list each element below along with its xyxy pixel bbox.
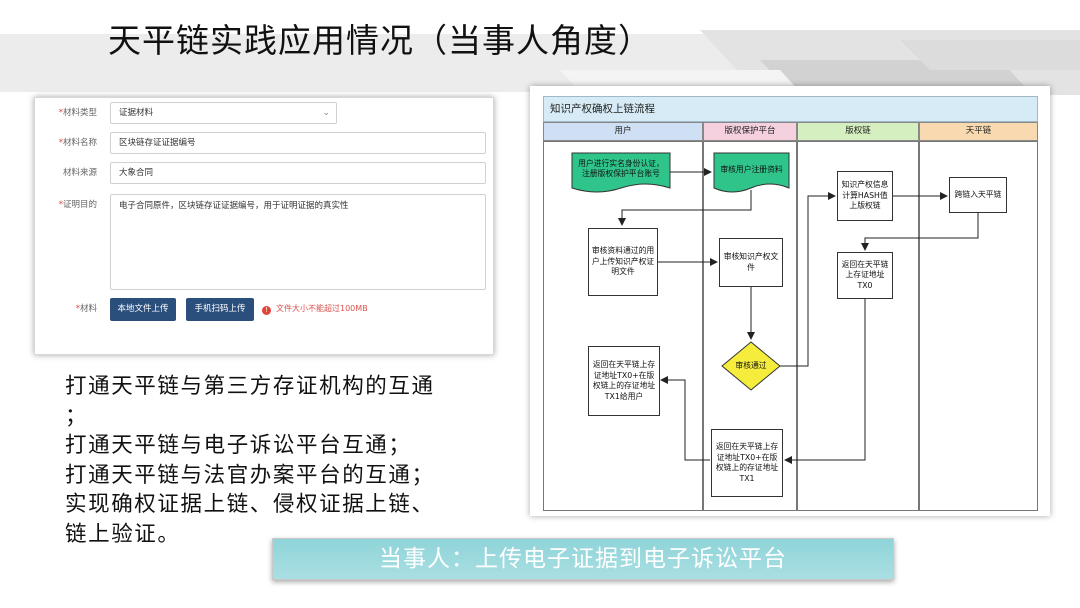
lane-user [543,141,703,511]
material-source-input[interactable]: 大象合同 [110,162,486,184]
text-line: 打通天平链与第三方存证机构的互通 [65,374,435,399]
node-upload-ip-proof: 审核资料通过的用户上传知识产权证明文件 [588,228,658,296]
text-line: 打通天平链与法官办案平台的互通； [65,462,435,488]
mobile-scan-upload-button[interactable]: 手机扫码上传 [186,298,254,321]
form-label: *证明目的 [58,200,97,210]
lane-header-tianping-chain: 天平链 [919,122,1038,141]
local-upload-button[interactable]: 本地文件上传 [110,298,176,321]
required-mark: * [75,304,80,314]
form-label: *材料类型 [58,108,97,118]
required-mark: * [58,138,63,148]
form-row-source: 材料来源 大象合同 [35,162,493,184]
form-row-name: *材料名称 区块链存证证据编号 [35,132,493,154]
node-return-to-platform: 返回在天平链上存证地址TX0+在版权链上的存证地址TX1 [711,429,783,497]
evidence-upload-form: *材料类型 证据材料 ⌄ *材料名称 区块链存证证据编号 材料来源 大象合同 *… [34,97,494,355]
required-mark: * [58,200,63,210]
lane-header-user: 用户 [543,122,703,141]
node-return-to-user: 返回在天平链上存证地址TX0+在版权链上的存证地址TX1给用户 [588,346,660,416]
alert-icon: ! [262,306,271,315]
node-review-ip-file: 审核知识产权文件 [719,238,783,287]
form-row-purpose: *证明目的 电子合同原件，区块链存证证据编号，用于证明证据的真实性 [35,194,493,290]
file-size-warning: !文件大小不能超过100MB [262,302,368,316]
material-name-input[interactable]: 区块链存证证据编号 [110,132,486,154]
required-mark: * [58,108,63,118]
caption-banner: 当事人：上传电子证据到电子诉讼平台 [272,538,894,580]
text-line: ； [65,403,89,429]
material-type-select[interactable]: 证据材料 ⌄ [110,102,337,124]
flowchart-title: 知识产权确权上链流程 [543,96,1038,122]
form-label: *材料名称 [58,138,97,148]
node-hash-to-copyright-chain: 知识产权信息计算HASH值上版权链 [837,171,893,221]
text-line: 打通天平链与电子诉讼平台互通； [65,433,412,458]
form-row-type: *材料类型 证据材料 ⌄ [35,102,493,124]
lane-header-copyright-chain: 版权链 [797,122,919,141]
form-label: 材料来源 [62,168,97,178]
summary-text: 打通天平链与第三方存证机构的互通 ； 打通天平链与电子诉讼平台互通； 打通天平链… [65,372,505,549]
proof-purpose-textarea[interactable]: 电子合同原件，区块链存证证据编号，用于证明证据的真实性 [110,194,486,290]
header-decoration [0,30,1080,95]
node-review-register: 审核用户注册资料 [720,164,783,174]
text-line: 链上验证。 [65,521,181,547]
node-cross-to-tianping: 跨链入天平链 [949,177,1007,213]
chevron-down-icon: ⌄ [322,108,330,118]
page-title: 天平链实践应用情况（当事人角度） [108,21,652,60]
node-user-register: 用户进行实名身份认证，注册版权保护平台账号 [578,158,664,179]
text-line: 实现确权证据上链、侵权证据上链、 [65,492,435,517]
lane-header-copyright-platform: 版权保护平台 [703,122,797,141]
node-return-tx0: 返回在天平链上存证地址TX0 [837,252,893,299]
node-approved: 审核通过 [735,360,767,370]
form-label: *材料 [75,304,97,314]
